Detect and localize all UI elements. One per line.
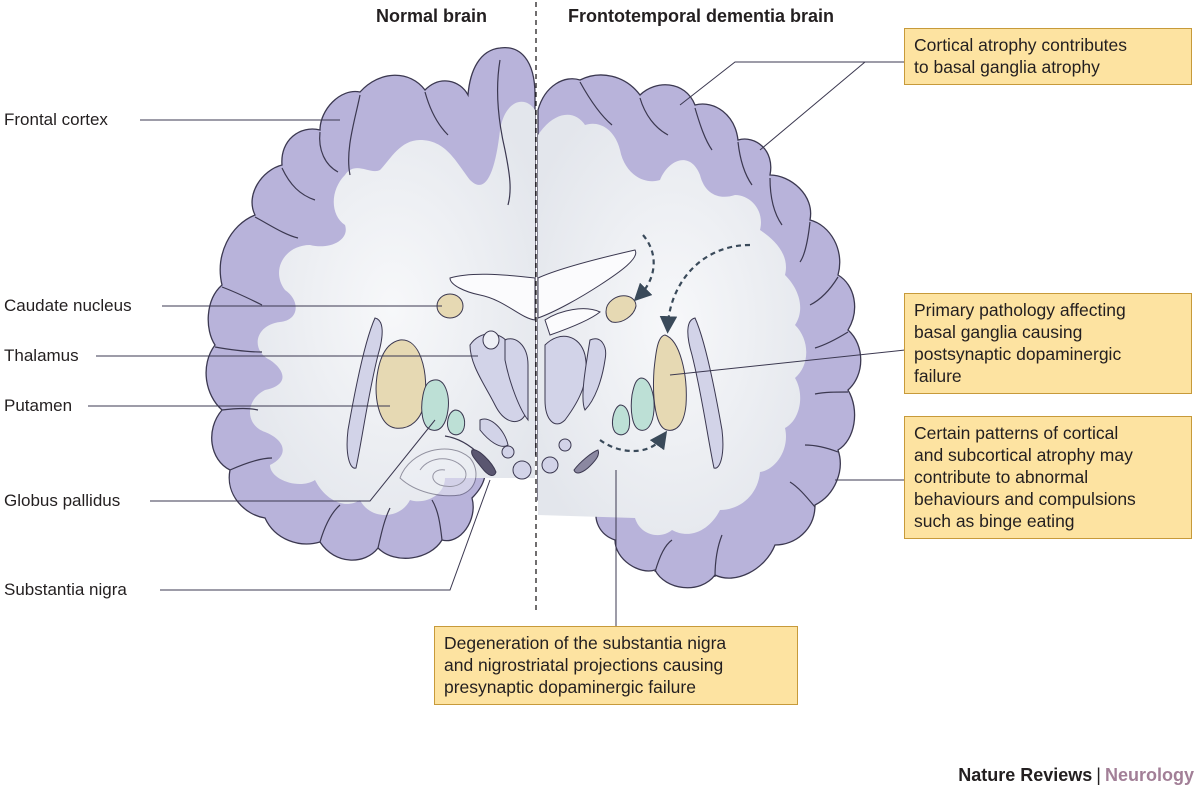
credit-journal: Neurology <box>1104 765 1194 785</box>
ftd-thalamus <box>544 335 587 425</box>
normal-globus-pallidus <box>421 379 449 431</box>
normal-hemisphere <box>205 47 536 561</box>
normal-sulci <box>214 59 511 549</box>
callout-cortical-atrophy: Cortical atrophy contributes to basal ga… <box>904 28 1192 85</box>
label-thalamus: Thalamus <box>4 346 79 365</box>
ftd-putamen <box>653 334 687 431</box>
ftd-caudate <box>605 295 637 323</box>
normal-lateral-ventricle <box>449 273 536 321</box>
callout-patterns-atrophy: Certain patterns of cortical and subcort… <box>904 416 1192 539</box>
ftd-globus-pallidus <box>630 377 655 431</box>
credit-publisher: Nature Reviews <box>958 765 1093 785</box>
label-frontal-cortex: Frontal cortex <box>4 110 108 129</box>
label-substantia-nigra: Substantia nigra <box>4 580 127 599</box>
label-globus-pallidus: Globus pallidus <box>4 491 121 510</box>
ftd-lateral-ventricle <box>537 249 637 319</box>
normal-brain-heading: Normal brain <box>376 6 488 26</box>
leader-lines <box>88 61 906 628</box>
label-caudate-nucleus: Caudate nucleus <box>4 296 132 315</box>
normal-putamen <box>375 339 427 429</box>
ftd-hemisphere <box>537 74 862 589</box>
callout-degeneration: Degeneration of the substantia nigra and… <box>434 626 798 705</box>
label-putamen: Putamen <box>4 396 73 415</box>
journal-credit: Nature Reviews|Neurology <box>958 765 1194 786</box>
normal-substantia-nigra <box>471 449 497 476</box>
ftd-substantia-nigra <box>573 449 599 474</box>
ftd-sulci <box>579 81 849 578</box>
ftd-brain-heading: Frontotemporal dementia brain <box>568 6 835 26</box>
ftd-arrows <box>599 234 751 453</box>
credit-separator: | <box>1096 765 1101 785</box>
normal-white-matter <box>250 101 535 515</box>
callout-primary-pathology: Primary pathology affecting basal gangli… <box>904 293 1192 394</box>
